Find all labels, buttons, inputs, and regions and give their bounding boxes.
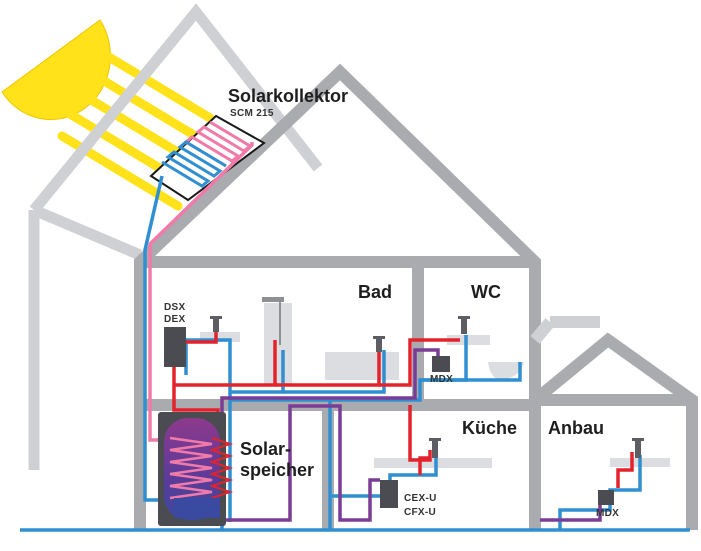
label-kueche: Küche <box>462 418 518 438</box>
label-scm: SCM 215 <box>230 108 274 119</box>
label-anbau: Anbau <box>548 418 604 438</box>
heater-units <box>164 327 614 508</box>
faucet-icons <box>210 316 644 458</box>
label-cex: CEX-U <box>404 493 437 504</box>
label-cfx: CFX-U <box>404 507 437 518</box>
shower-icon <box>262 297 284 345</box>
label-dex: DEX <box>164 314 186 325</box>
annex-walls <box>530 316 698 530</box>
label-mdx-wc: MDX <box>430 374 454 385</box>
house-back-outline <box>28 3 323 470</box>
label-bad: Bad <box>358 282 393 302</box>
label-solar: Solar- <box>240 439 292 459</box>
label-mdx-anbau: MDX <box>596 508 620 519</box>
solar-loop-pipes <box>143 142 254 502</box>
label-dsx: DSX <box>164 302 186 313</box>
label-wc: WC <box>471 282 501 302</box>
label-solarkollektor: Solarkollektor <box>228 86 349 106</box>
label-speicher: speicher <box>240 460 315 480</box>
solar-storage-tank <box>158 412 234 526</box>
solar-collector <box>149 114 266 202</box>
